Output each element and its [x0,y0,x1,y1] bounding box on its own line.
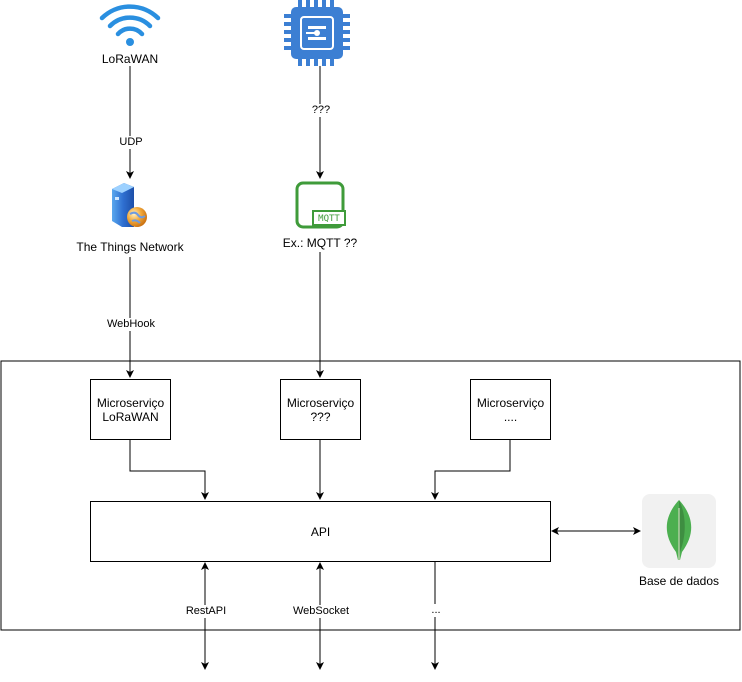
server-globe-icon [112,183,147,227]
mqtt-icon-text: MQTT [318,214,340,224]
microservice-other-line1: Microserviço [476,395,545,410]
other-output-label: ... [427,604,445,617]
chip-icon [284,0,350,66]
microservice-lorawan[interactable]: Microserviço LoRaWAN [90,379,171,440]
microservice-lorawan-line1: Microserviço [96,395,165,410]
udp-label: UDP [115,136,147,149]
api-box[interactable]: API [90,501,551,562]
microservice-other[interactable]: Microserviço .... [470,379,551,440]
unknown-protocol-label: ??? [307,104,335,117]
microservice-unknown-line2: ??? [310,409,331,424]
mqtt-icon [295,181,346,229]
db-label: Base de dados [638,574,720,588]
ttn-label: The Things Network [76,240,184,254]
webhook-label: WebHook [103,318,159,331]
system-boundary [0,360,741,631]
restapi-label: RestAPI [180,605,232,618]
lorawan-label: LoRaWAN [101,52,159,66]
mongodb-leaf-icon [642,494,716,568]
websocket-label: WebSocket [290,605,352,618]
api-label: API [310,524,331,539]
edge-ms-other-api [431,440,511,500]
wifi-icon [99,4,161,46]
microservice-unknown-line1: Microserviço [286,395,355,410]
microservice-other-line2: .... [503,409,518,424]
edge-ms-lorawan-api [129,440,209,500]
mqtt-label: Ex.: MQTT ?? [282,236,358,250]
microservice-unknown[interactable]: Microserviço ??? [280,379,361,440]
microservice-lorawan-line2: LoRaWAN [102,409,159,424]
